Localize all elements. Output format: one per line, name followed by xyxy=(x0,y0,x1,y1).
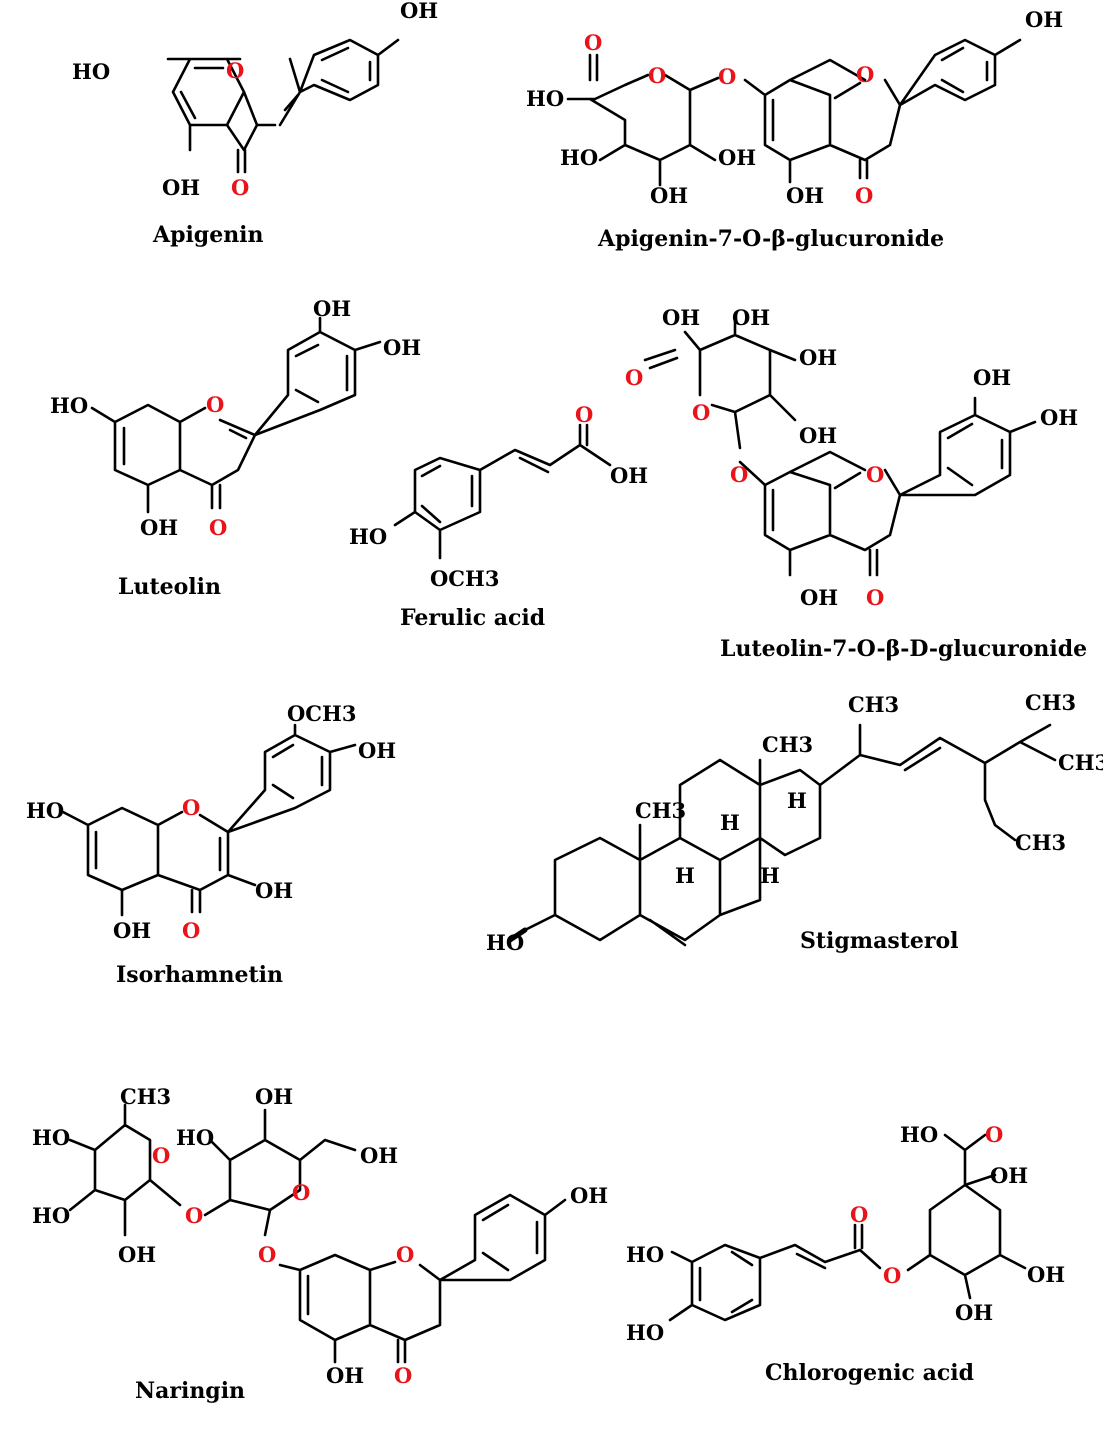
structure-apigenin-glucuronide: OH O HO O O O HO OH OH OH O Apigenin-7-O… xyxy=(526,7,1063,252)
oh-label: OH xyxy=(570,1183,608,1208)
compound-name-chlorogenic-acid: Chlorogenic acid xyxy=(765,1360,974,1386)
ester-oxygen-label: O xyxy=(883,1263,901,1288)
carbonyl-oxygen-label: O xyxy=(575,402,593,427)
ho-label: HO xyxy=(50,393,88,418)
structure-chlorogenic-acid: HO O OH O HO O HO OH OH Chlorogenic acid xyxy=(626,1122,1065,1386)
glycosidic-oxygen-label: O xyxy=(185,1203,203,1228)
carbonyl-oxygen-label: O xyxy=(855,183,873,208)
oh-label: OH xyxy=(383,335,421,360)
oh-label: OH xyxy=(162,175,200,200)
methyl-label: CH3 xyxy=(848,692,899,717)
carbonyl-oxygen-label: O xyxy=(394,1363,412,1388)
structure-luteolin-glucuronide: OH OH OH O O OH O OH OH O OH O Luteolin-… xyxy=(625,305,1087,662)
ho-label: HO xyxy=(349,524,387,549)
compound-name-apigenin: Apigenin xyxy=(152,222,264,248)
methoxy-label: OCH3 xyxy=(430,566,499,591)
methyl-label: CH3 xyxy=(1025,690,1076,715)
ho-label: HO xyxy=(900,1122,938,1147)
ring-oxygen-label: O xyxy=(182,795,200,820)
ho-label: HO xyxy=(486,930,524,955)
compound-name-stigmasterol: Stigmasterol xyxy=(800,928,959,954)
compound-name-naringin: Naringin xyxy=(135,1378,245,1404)
compound-name-luteolin-glucuronide: Luteolin-7-O-β-D-glucuronide xyxy=(720,636,1087,662)
structure-naringin: CH3 OH HO O HO OH HO O O OH O OH O OH O … xyxy=(32,1084,608,1404)
ring-oxygen-label: O xyxy=(648,63,666,88)
hydrogen-label: H xyxy=(760,863,780,888)
compound-name-apigenin-glucuronide: Apigenin-7-O-β-glucuronide xyxy=(597,226,944,252)
oh-label: OH xyxy=(113,918,151,943)
glycosidic-oxygen-label: O xyxy=(258,1242,276,1267)
ring-oxygen-label: O xyxy=(856,62,874,87)
oh-label: OH xyxy=(799,345,837,370)
carbonyl-oxygen-label: O xyxy=(850,1202,868,1227)
compound-name-luteolin: Luteolin xyxy=(118,574,221,600)
oh-label: OH xyxy=(955,1300,993,1325)
oh-label: OH xyxy=(1040,405,1078,430)
ring-oxygen-label: O xyxy=(226,58,244,83)
ring-oxygen-label: O xyxy=(206,392,224,417)
ring-oxygen-label: O xyxy=(152,1143,170,1168)
compound-name-ferulic-acid: Ferulic acid xyxy=(400,605,545,631)
ho-label: HO xyxy=(32,1203,70,1228)
oh-label: OH xyxy=(786,183,824,208)
ho-label: HO xyxy=(560,145,598,170)
glycosidic-oxygen-label: O xyxy=(730,462,748,487)
ho-label: HO xyxy=(32,1125,70,1150)
oh-label: OH xyxy=(990,1163,1028,1188)
carbonyl-oxygen-label: O xyxy=(985,1122,1003,1147)
oh-label: OH xyxy=(400,0,438,23)
oh-label: OH xyxy=(118,1242,156,1267)
ho-label: HO xyxy=(26,798,64,823)
methyl-label: CH3 xyxy=(1015,830,1066,855)
oh-label: OH xyxy=(140,515,178,540)
carbonyl-oxygen-label: O xyxy=(182,918,200,943)
structure-isorhamnetin: OCH3 OH HO O OH OH O Isorhamnetin xyxy=(26,701,396,988)
structure-stigmasterol: CH3 CH3 CH3 CH3 CH3 CH3 H H H H HO Stigm… xyxy=(486,690,1103,955)
hydrogen-label: H xyxy=(675,863,695,888)
methyl-label: CH3 xyxy=(635,798,686,823)
carbonyl-oxygen-label: O xyxy=(866,585,884,610)
ho-label: HO xyxy=(72,59,110,84)
methoxy-label: OCH3 xyxy=(287,701,356,726)
oh-label: OH xyxy=(650,183,688,208)
ho-label: HO xyxy=(626,1242,664,1267)
oh-label: OH xyxy=(255,878,293,903)
ring-oxygen-label: O xyxy=(866,462,884,487)
ho-label: HO xyxy=(176,1125,214,1150)
oh-label: OH xyxy=(799,423,837,448)
oh-label: OH xyxy=(313,296,351,321)
oh-label: OH xyxy=(718,145,756,170)
hydrogen-label: H xyxy=(720,810,740,835)
hydrogen-label: H xyxy=(787,788,807,813)
compound-name-isorhamnetin: Isorhamnetin xyxy=(116,962,283,988)
carbonyl-oxygen-label: O xyxy=(625,365,643,390)
oh-label: OH xyxy=(610,463,648,488)
oh-label: OH xyxy=(1025,7,1063,32)
oh-label: OH xyxy=(255,1084,293,1109)
oh-label: OH xyxy=(973,365,1011,390)
methyl-label: CH3 xyxy=(762,732,813,757)
oh-label: OH xyxy=(360,1143,398,1168)
oh-label: OH xyxy=(800,585,838,610)
carbonyl-oxygen-label: O xyxy=(209,515,227,540)
oh-label: OH xyxy=(326,1363,364,1388)
oh-label: OH xyxy=(662,305,700,330)
carbonyl-oxygen-label: O xyxy=(584,30,602,55)
ho-label: HO xyxy=(526,86,564,111)
oh-label: OH xyxy=(358,738,396,763)
oh-label: OH xyxy=(1027,1262,1065,1287)
methyl-label: CH3 xyxy=(120,1084,171,1109)
oh-label: OH xyxy=(732,305,770,330)
ring-oxygen-label: O xyxy=(292,1180,310,1205)
structure-luteolin: OH OH HO O OH O Luteolin xyxy=(50,296,421,600)
ring-oxygen-label: O xyxy=(396,1242,414,1267)
methyl-label: CH3 xyxy=(1058,750,1103,775)
glycosidic-oxygen-label: O xyxy=(718,64,736,89)
ring-oxygen-label: O xyxy=(692,400,710,425)
structure-apigenin: OH HO O OH O Apigenin xyxy=(72,0,438,248)
carbonyl-oxygen-label: O xyxy=(231,175,249,200)
structure-ferulic-acid: O OH HO OCH3 Ferulic acid xyxy=(349,402,648,631)
ho-label: HO xyxy=(626,1320,664,1345)
